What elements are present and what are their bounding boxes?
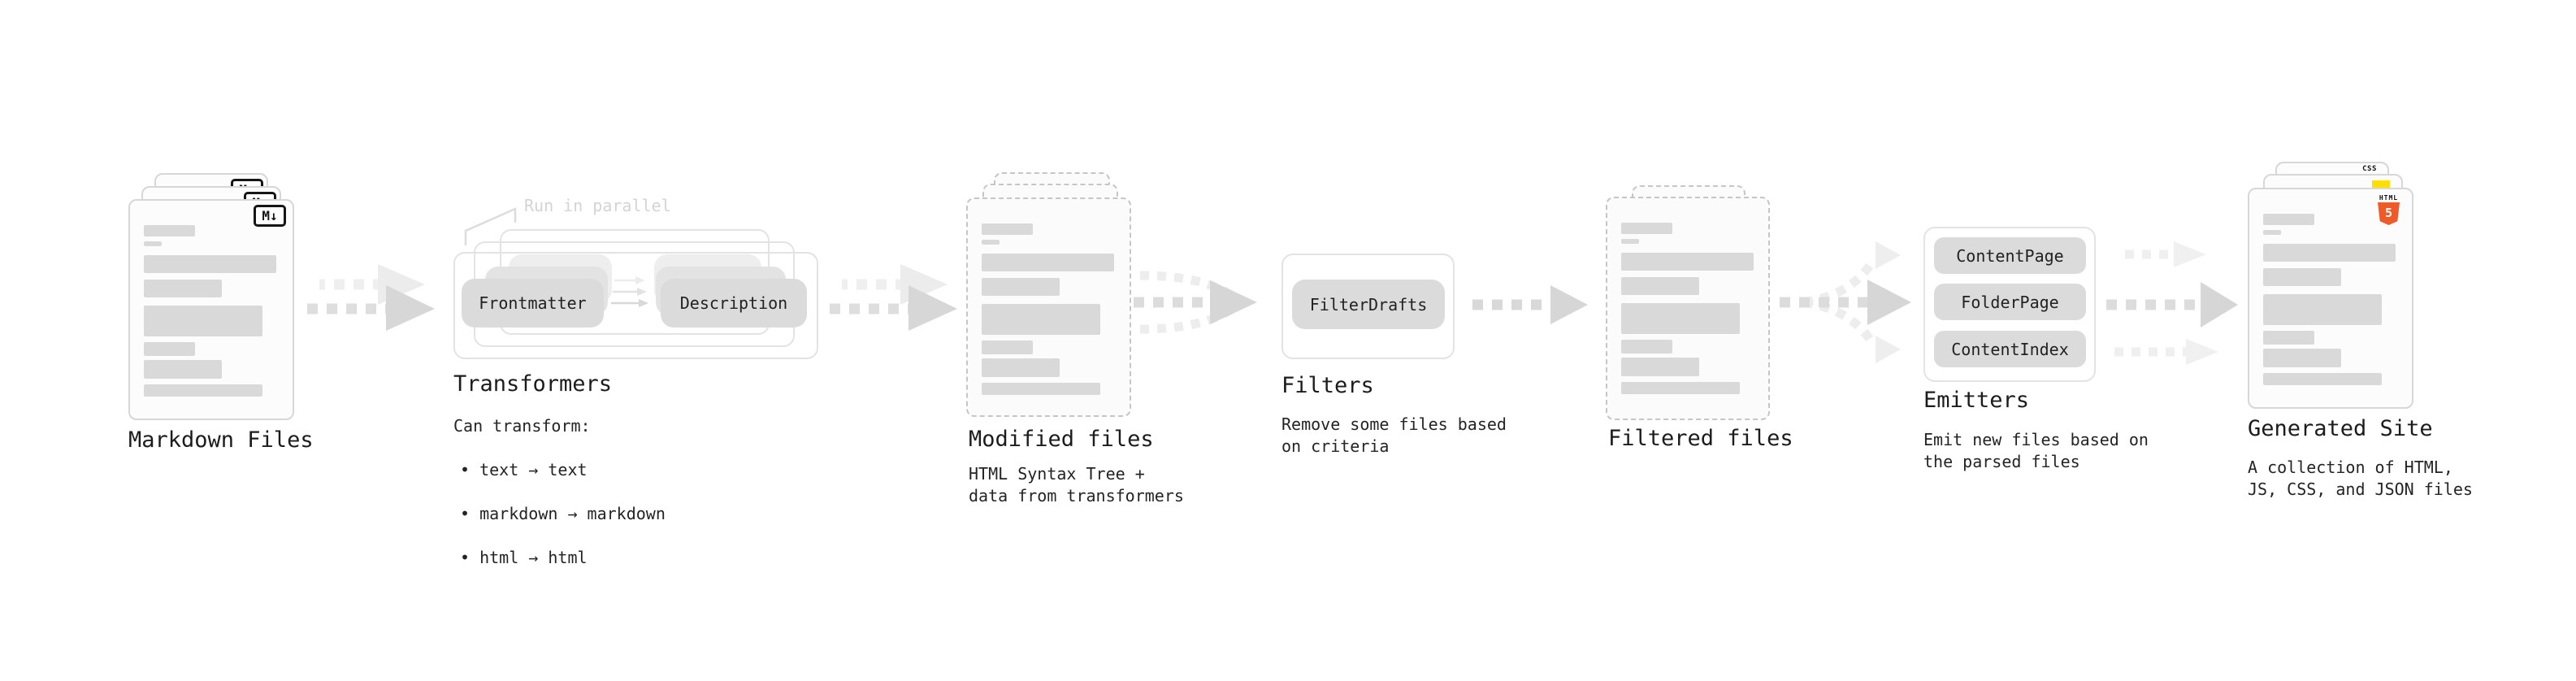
transformer-pill-description: Description xyxy=(661,279,807,327)
doc-content-placeholder xyxy=(1621,223,1754,394)
doc-placeholder-bar xyxy=(982,383,1100,395)
doc-placeholder-bar xyxy=(2263,230,2281,235)
emitter-pill-contentpage: ContentPage xyxy=(1934,237,2086,274)
run-in-parallel-note: Run in parallel xyxy=(524,196,671,215)
html5-icon: HTML 5 xyxy=(2378,195,2400,225)
doc-placeholder-bar xyxy=(144,241,162,246)
css-icon-label: CSS xyxy=(2362,165,2377,173)
doc-placeholder-bar xyxy=(144,384,262,397)
arrow-markdown-to-transformers xyxy=(307,264,435,331)
doc-placeholder-bar xyxy=(144,280,222,297)
doc-placeholder-bar xyxy=(1621,277,1699,295)
doc-placeholder-bar xyxy=(144,225,195,236)
transformer-pill-frontmatter: Frontmatter xyxy=(462,279,604,327)
doc-placeholder-bar xyxy=(2263,244,2396,262)
transformers-desc-title: Can transform: xyxy=(453,416,591,436)
doc-content-placeholder xyxy=(2263,214,2396,385)
doc-placeholder-bar xyxy=(1621,253,1754,271)
doc-placeholder-bar xyxy=(144,255,276,273)
stage-label-modified-files: Modified files xyxy=(969,427,1154,452)
doc-placeholder-bar xyxy=(982,254,1114,271)
doc-placeholder-bar xyxy=(982,223,1033,235)
doc-placeholder-bar xyxy=(2263,214,2314,225)
arrow-emitters-to-generated xyxy=(2106,241,2238,365)
stage-label-emitters: Emitters xyxy=(1923,388,2030,413)
emitters-desc: Emit new files based on the parsed files xyxy=(1923,430,2149,471)
stage-label-transformers: Transformers xyxy=(453,371,613,397)
bullet-item: • text → text xyxy=(460,460,588,479)
doc-placeholder-bar xyxy=(1621,358,1699,376)
parallel-run-arrows-icon xyxy=(611,276,648,307)
markdown-icon: M↓ xyxy=(254,205,286,227)
doc-content-placeholder xyxy=(982,223,1114,395)
doc-placeholder-bar xyxy=(144,342,195,356)
generated-file-card-html: HTML 5 xyxy=(2248,188,2413,409)
run-in-parallel-leader-line xyxy=(464,207,517,245)
doc-placeholder-bar xyxy=(2263,373,2382,385)
stage-label-markdown-files: Markdown Files xyxy=(128,427,314,453)
bullet-item: • html → html xyxy=(460,548,588,567)
arrow-filtered-to-emitters xyxy=(1780,241,1911,363)
doc-placeholder-bar xyxy=(2263,294,2382,325)
modified-files-desc: HTML Syntax Tree + data from transformer… xyxy=(969,464,1184,505)
doc-placeholder-bar xyxy=(982,358,1060,377)
bullet-item: • markdown → markdown xyxy=(460,504,666,523)
doc-placeholder-bar xyxy=(1621,382,1740,394)
stage-label-generated-site: Generated Site xyxy=(2248,416,2433,441)
doc-content-placeholder xyxy=(144,225,276,397)
emitter-pill-folderpage: FolderPage xyxy=(1934,284,2086,320)
doc-placeholder-bar xyxy=(2263,331,2314,345)
filtered-file-card-front xyxy=(1606,197,1770,420)
doc-placeholder-bar xyxy=(982,278,1060,296)
markdown-file-card-front: M↓ xyxy=(128,199,294,420)
generated-site-desc: A collection of HTML, JS, CSS, and JSON … xyxy=(2248,458,2473,499)
html5-icon-label: HTML xyxy=(2379,194,2399,202)
emitter-pill-contentindex: ContentIndex xyxy=(1934,331,2086,367)
filter-pill-filterdrafts: FilterDrafts xyxy=(1292,280,1445,329)
arrow-transformers-to-modified xyxy=(830,264,957,331)
transformers-bullet-list: • text → text • markdown → markdown • ht… xyxy=(453,437,666,591)
modified-file-card-front xyxy=(966,197,1131,417)
doc-placeholder-bar xyxy=(982,340,1033,354)
doc-placeholder-bar xyxy=(1621,340,1672,354)
doc-placeholder-bar xyxy=(1621,303,1740,334)
stage-label-filters: Filters xyxy=(1281,373,1374,398)
doc-placeholder-bar xyxy=(982,304,1100,335)
doc-placeholder-bar xyxy=(1621,223,1672,234)
doc-placeholder-bar xyxy=(982,240,1000,245)
filters-desc: Remove some files based on criteria xyxy=(1281,414,1507,456)
arrow-modified-to-filters xyxy=(1134,271,1257,334)
arrow-filters-to-filtered xyxy=(1472,285,1588,324)
doc-placeholder-bar xyxy=(2263,268,2341,286)
stage-label-filtered-files: Filtered files xyxy=(1608,426,1793,451)
doc-placeholder-bar xyxy=(1621,239,1639,244)
transformers-run-box-front xyxy=(453,252,818,359)
doc-placeholder-bar xyxy=(144,306,262,336)
html5-icon-shield: 5 xyxy=(2378,202,2400,225)
doc-placeholder-bar xyxy=(144,360,222,379)
doc-placeholder-bar xyxy=(2263,349,2341,367)
